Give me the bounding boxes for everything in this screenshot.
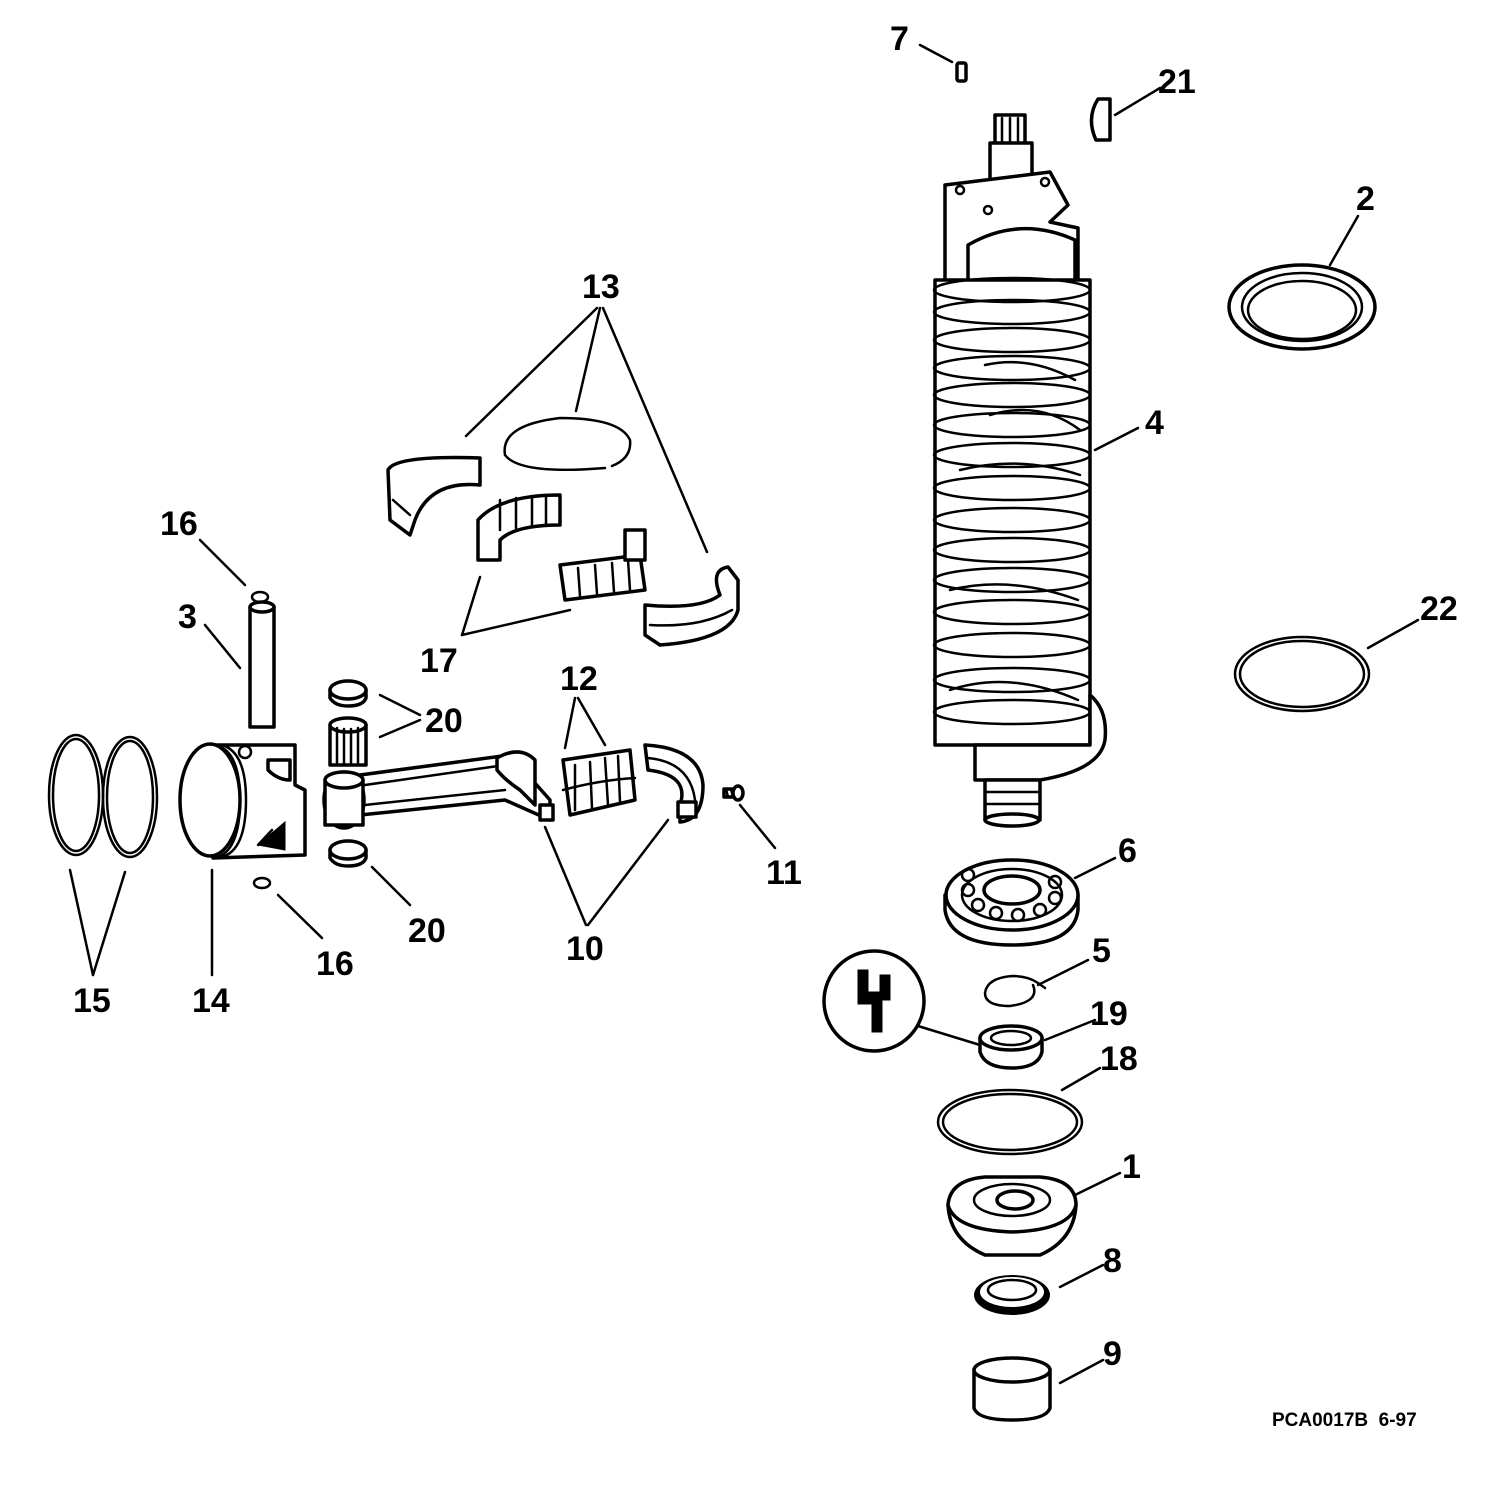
connecting-rod-10 xyxy=(322,750,555,830)
callout-2: 2 xyxy=(1356,180,1375,218)
callout-21: 21 xyxy=(1158,63,1196,101)
callout-16-bottom: 16 xyxy=(316,945,354,983)
callout-8: 8 xyxy=(1103,1242,1122,1280)
bearing-shell-13-right xyxy=(643,565,740,647)
key-7 xyxy=(955,61,968,83)
callout-17: 17 xyxy=(420,642,458,680)
callout-20-bottom: 20 xyxy=(408,912,446,950)
callout-4: 4 xyxy=(1145,404,1164,442)
callout-13: 13 xyxy=(582,268,620,306)
callout-3: 3 xyxy=(178,598,197,636)
callout-5: 5 xyxy=(1092,932,1111,970)
callout-1: 1 xyxy=(1122,1148,1141,1186)
thrust-washer-20-bottom xyxy=(328,839,368,868)
thrust-washer-20-top xyxy=(328,679,368,708)
o-ring-18 xyxy=(936,1088,1084,1156)
callout-20-top: 20 xyxy=(425,702,463,740)
sleeve-9 xyxy=(972,1356,1052,1422)
seal-19 xyxy=(978,1024,1044,1070)
callout-9: 9 xyxy=(1103,1335,1122,1373)
needle-bearing-20 xyxy=(328,716,368,767)
drawing-reference: PCA0017B 6-97 xyxy=(1272,1410,1417,1431)
rod-cap-10 xyxy=(643,743,705,824)
seal-8 xyxy=(974,1275,1050,1315)
bearing-shell-13-left xyxy=(386,455,482,537)
leader-lines xyxy=(68,43,1420,1385)
callout-19: 19 xyxy=(1090,995,1128,1033)
seal-2 xyxy=(1227,263,1377,351)
o-ring-22 xyxy=(1233,635,1371,713)
woodruff-key-21 xyxy=(1089,97,1112,142)
callout-22: 22 xyxy=(1420,590,1458,628)
callout-10: 10 xyxy=(566,930,604,968)
callout-6: 6 xyxy=(1118,832,1137,870)
callout-15: 15 xyxy=(73,982,111,1020)
needle-bearing-17-lower xyxy=(558,528,647,602)
callout-16-top: 16 xyxy=(160,505,198,543)
callout-labels: 7 21 2 13 4 16 3 22 17 12 20 6 11 20 10 … xyxy=(73,20,1458,1431)
callout-14: 14 xyxy=(192,982,230,1020)
bearing-housing-1 xyxy=(946,1175,1078,1257)
wrist-pin-3 xyxy=(248,600,276,729)
needle-bearing-17-upper xyxy=(476,493,562,562)
needle-cage-12 xyxy=(561,748,637,817)
piston-rings-15 xyxy=(47,733,159,859)
ball-bearing-6 xyxy=(943,858,1080,947)
callout-7: 7 xyxy=(890,20,909,58)
callout-12: 12 xyxy=(560,660,598,698)
cap-screw-11 xyxy=(722,784,745,802)
seal-profile-icon xyxy=(857,969,891,1033)
detail-magnifier xyxy=(822,949,982,1053)
crankshaft xyxy=(932,113,1108,828)
retaining-ring-5 xyxy=(983,974,1047,1008)
piston-14 xyxy=(178,742,307,860)
callout-18: 18 xyxy=(1100,1040,1138,1078)
circlip-16-bottom xyxy=(252,876,272,890)
piston-ring-13 xyxy=(503,416,632,472)
callout-11: 11 xyxy=(766,854,802,892)
